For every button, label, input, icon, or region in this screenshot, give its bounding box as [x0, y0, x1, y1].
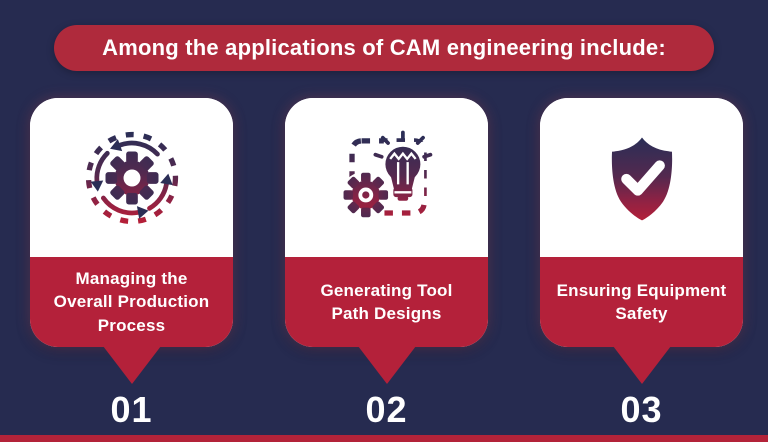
cards-row: Managing the Overall Production Process … — [0, 98, 768, 428]
card-number: 03 — [620, 389, 663, 430]
card-label-panel: Managing the Overall Production Process — [30, 257, 233, 347]
shield-checkmark-icon — [611, 136, 672, 220]
card-label: Managing the Overall Production Process — [53, 268, 210, 335]
page-title: Among the applications of CAM engineerin… — [102, 35, 666, 60]
card-equipment-safety: Ensuring Equipment Safety 03 — [540, 98, 743, 428]
card-label: Generating Tool Path Designs — [320, 280, 453, 323]
card-body: Managing the Overall Production Process — [30, 98, 233, 347]
card-icon-panel — [30, 98, 233, 257]
card-icon-panel — [540, 98, 743, 257]
gear-lightbulb-idea-icon — [339, 130, 432, 220]
card-label: Ensuring Equipment Safety — [556, 280, 727, 323]
header-banner: Among the applications of CAM engineerin… — [54, 25, 714, 71]
card-number: 01 — [110, 389, 153, 430]
card-pointer-tail — [612, 346, 671, 384]
card-label-panel: Ensuring Equipment Safety — [540, 257, 743, 347]
process-cycle-gear-icon — [85, 131, 178, 224]
card-managing-production: Managing the Overall Production Process … — [30, 98, 233, 428]
card-body: Ensuring Equipment Safety — [540, 98, 743, 347]
card-icon-panel — [285, 98, 488, 257]
card-number: 02 — [365, 389, 408, 430]
card-pointer-tail — [357, 346, 416, 384]
card-tool-path-designs: Generating Tool Path Designs 02 — [285, 98, 488, 428]
card-pointer-tail — [102, 346, 161, 384]
card-body: Generating Tool Path Designs — [285, 98, 488, 347]
bottom-accent-bar — [0, 435, 768, 442]
card-label-panel: Generating Tool Path Designs — [285, 257, 488, 347]
